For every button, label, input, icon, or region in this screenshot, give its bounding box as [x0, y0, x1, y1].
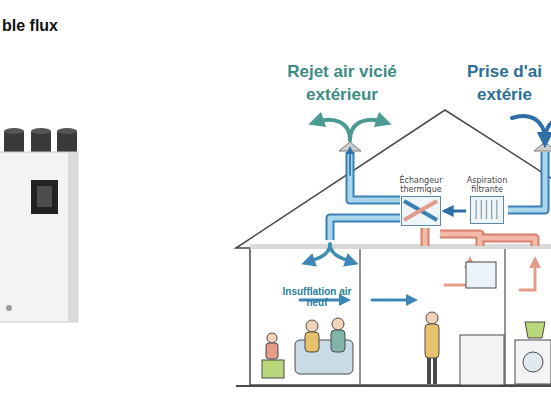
person-body [305, 332, 319, 352]
flow-label: Prise d'ai extérie [458, 60, 551, 106]
filter-pleat [481, 200, 482, 219]
component-label: Aspiration filtrante [466, 176, 508, 194]
flow-label: Insufflation air neuf [280, 286, 354, 308]
control-screen [37, 186, 52, 207]
exhaust-duct [350, 152, 400, 200]
laundry-basket [525, 322, 545, 338]
wall [504, 249, 505, 385]
supply-duct [330, 218, 400, 240]
exhaust-duct [350, 152, 400, 200]
house-body [250, 248, 551, 385]
room-arrow [520, 262, 535, 290]
unit-body [0, 152, 78, 322]
symbol-drawing [402, 197, 439, 224]
machine-door [523, 352, 543, 372]
air-flow-connector [444, 210, 466, 213]
crossing-flow [404, 201, 437, 220]
ventilation-unit [0, 128, 78, 322]
supply-arrow [330, 244, 352, 262]
filter-pleat [491, 200, 492, 219]
supply-arrow [308, 244, 330, 262]
control-panel [31, 180, 58, 214]
roof [236, 110, 551, 248]
extract-duct [421, 228, 430, 246]
child-body [266, 343, 278, 359]
port-top [31, 128, 51, 134]
filter-symbol [470, 196, 504, 224]
attic-floor [250, 244, 551, 249]
interior [262, 262, 551, 385]
person-head [426, 312, 438, 324]
intake-cap [534, 142, 551, 151]
logo [6, 305, 12, 311]
title: ble flux [2, 17, 58, 35]
crossing-flow [404, 201, 437, 220]
supply-duct [330, 218, 400, 240]
symbol-drawing [471, 197, 502, 222]
exchanger-symbol [401, 196, 441, 226]
child-head [267, 333, 277, 343]
exhaust-arrow [316, 120, 350, 140]
house [236, 110, 551, 386]
toy-box [262, 360, 284, 378]
filter-pleat [476, 200, 477, 219]
kitchen-counter [460, 335, 504, 385]
room-arrow [372, 299, 412, 302]
intake-arrow [512, 116, 545, 140]
filter-pleat [496, 200, 497, 219]
person-head [332, 318, 344, 330]
unit-side [68, 152, 78, 322]
exchanger-box: Échangeur thermique [398, 176, 444, 230]
person-head [306, 320, 318, 332]
ducts [330, 152, 545, 246]
extract-duct [440, 234, 480, 246]
port-top [57, 128, 77, 134]
flow-arrows [300, 116, 551, 300]
port-top [4, 128, 24, 134]
exhaust-arrow [349, 150, 351, 175]
intake-duct [508, 152, 545, 210]
wall [359, 249, 360, 385]
intake-duct [508, 152, 545, 210]
person-leg [433, 358, 437, 384]
extract-duct [482, 238, 535, 246]
person-body [331, 330, 345, 352]
extract-duct [482, 238, 535, 246]
extract-duct [423, 228, 428, 246]
person-leg [427, 358, 431, 384]
window [466, 262, 496, 288]
extract-duct [440, 234, 480, 246]
flow-label: Rejet air vicié extérieur [270, 60, 414, 106]
person-body [425, 324, 439, 358]
exhaust-arrow [350, 120, 384, 140]
washing-machine [515, 340, 551, 384]
filter-pleat [486, 200, 487, 219]
filter-box: Aspiration filtrante [466, 176, 508, 230]
intake-arrow [545, 116, 551, 140]
component-label: Échangeur thermique [398, 176, 444, 194]
